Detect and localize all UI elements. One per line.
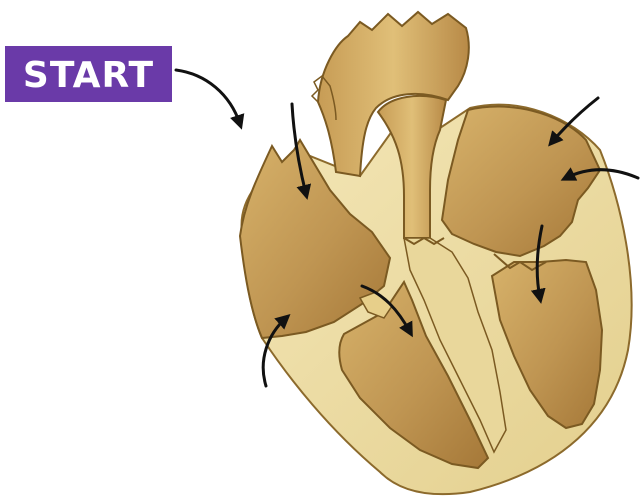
start-label: START xyxy=(5,46,172,102)
arrow-icon xyxy=(176,70,240,124)
